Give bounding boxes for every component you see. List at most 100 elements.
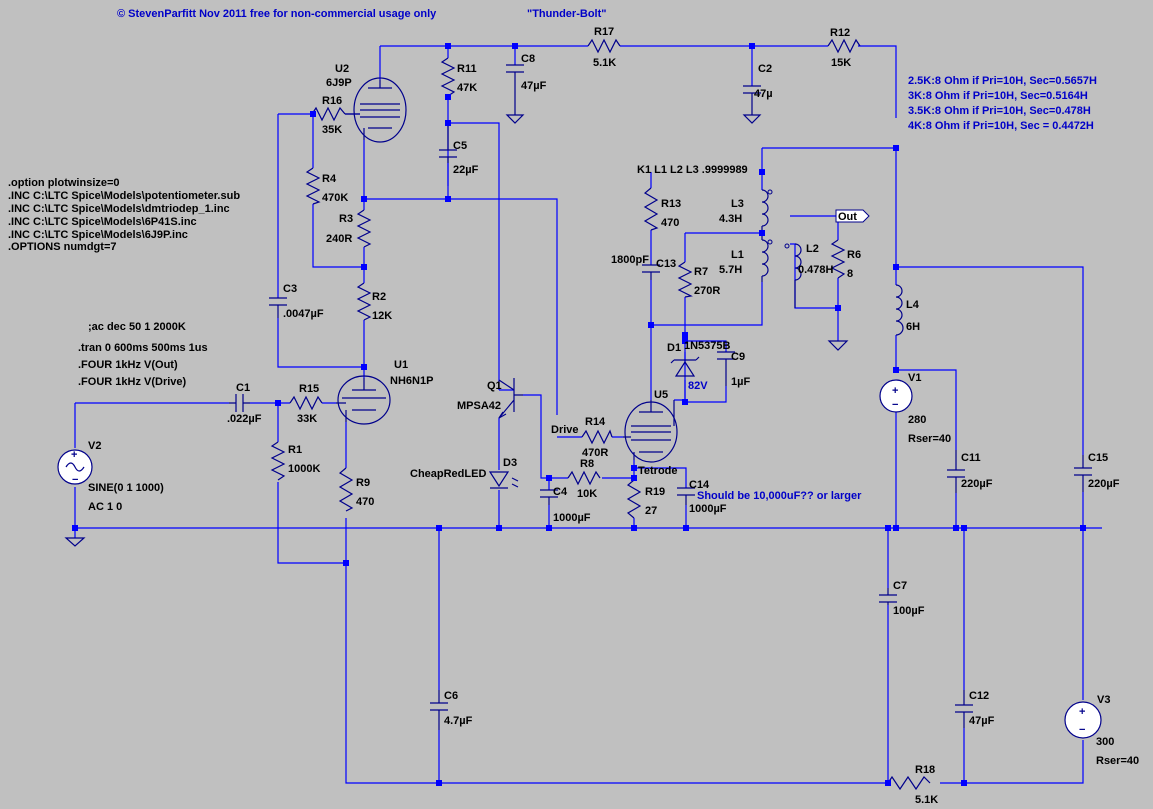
four-out-directive: .FOUR 1kHz V(Out) [78,359,178,371]
component-ref: R11 [457,63,477,75]
component-value: 1µF [731,376,750,388]
ground-symbol [64,537,86,547]
r7-symbol [677,261,693,298]
component-value: 4.3H [719,213,742,225]
component-value: 1000µF [689,503,727,515]
component-value: 15K [831,57,851,69]
c1-symbol [229,394,250,412]
c14-note: Should be 10,000uF?? or larger [697,490,862,502]
c12-symbol [955,690,973,728]
component-value: .0047µF [283,308,324,320]
v1-source-symbol: + − [879,379,913,413]
r14-symbol [581,429,613,445]
sources: + − + − + − [57,379,1102,739]
c3-symbol [269,297,287,318]
component-ref: V3 [1097,694,1110,706]
component-ref: R8 [580,458,594,470]
component-value: 270R [694,285,720,297]
component-value: 470R [582,447,608,459]
q1-transistor-symbol [498,378,523,419]
component-ref: D1 [667,342,681,354]
component-value: 33K [297,413,317,425]
zener-voltage-note: 82V [688,380,708,392]
component-ref: C7 [893,580,907,592]
r12-symbol [827,38,861,54]
component-value: 5.1K [915,794,938,806]
component-ref: R3 [339,213,353,225]
svg-text:+: + [71,449,77,461]
coupling-directive: K1 L1 L2 L3 .9999989 [637,164,748,176]
copyright-note: © StevenParfitt Nov 2011 free for non-co… [117,8,437,20]
component-value: 5.7H [719,264,742,276]
svg-text:+: + [892,385,898,397]
u2-tube-symbol [345,77,407,143]
component-value: 220µF [1088,478,1120,490]
component-value: 1000µF [553,512,591,524]
component-ref: C14 [689,479,710,491]
component-model: NH6N1P [390,375,433,387]
component-ref: C3 [283,283,297,295]
l2-phase-dot [784,243,790,249]
c2-symbol [742,85,762,124]
tran-directive: .tran 0 600ms 500ms 1us [78,342,208,354]
c8-symbol [505,64,525,124]
d3-led-symbol [488,471,519,489]
component-value: 27 [645,505,657,517]
r19-symbol [626,479,642,519]
u1-tube-symbol [336,375,391,425]
four-drive-directive: .FOUR 1kHz V(Drive) [78,376,187,388]
transformer-note: 3K:8 Ohm if Pri=10H, Sec=0.5164H [908,90,1088,102]
component-ref: V1 [908,372,921,384]
r8-symbol [567,470,601,486]
svg-text:+: + [1079,706,1085,718]
r13-symbol [643,187,659,231]
component-ref: R13 [661,198,681,210]
r16-symbol [311,106,346,122]
component-value: 470K [322,192,348,204]
component-ref: R14 [585,416,606,428]
schematic-title: "Thunder-Bolt" [527,8,606,20]
component-value: 280 [908,414,926,426]
ac-directive: ;ac dec 50 1 2000K [88,321,186,333]
component-ref: C11 [961,452,981,464]
component-model: 6J9P [326,77,352,89]
component-value: 470 [356,496,374,508]
c14-symbol [677,487,695,505]
transformer-note: 4K:8 Ohm if Pri=10H, Sec = 0.4472H [908,120,1094,132]
component-value: 47µF [969,715,995,727]
l4-symbol [895,284,904,336]
r9-symbol [338,467,354,512]
v3-source-symbol: + − [1064,701,1102,739]
component-value: 47µ [754,88,773,100]
component-extra: Rser=40 [908,433,951,445]
c15-symbol [1074,455,1092,492]
component-value: 220µF [961,478,993,490]
c11-symbol [947,450,965,493]
component-value: 300 [1096,736,1114,748]
component-value: 1000K [288,463,320,475]
l2-symbol [794,243,802,308]
component-ref: R6 [847,249,861,261]
component-ref: R1 [288,444,302,456]
component-ref: C6 [444,690,458,702]
component-value: SINE(0 1 1000) [88,482,164,494]
d1-zener-symbol [670,356,700,377]
component-model: MPSA42 [457,400,501,412]
component-ref: C2 [758,63,772,75]
component-model: 1N5375B [684,340,731,352]
component-ref: R18 [915,764,935,776]
component-model: CheapRedLED [410,468,486,480]
directive-line: .option plotwinsize=0 [8,177,120,189]
r4-symbol [305,167,321,205]
out-net-flag [835,209,870,223]
component-ref: C8 [521,53,535,65]
directive-line: .INC C:\LTC Spice\Models\dmtriodep_1.inc [8,203,230,215]
component-ref: L2 [806,243,819,255]
c5-symbol [439,123,457,163]
component-value: 4.7µF [444,715,473,727]
component-ref: C4 [553,486,568,498]
component-ref: R15 [299,383,319,395]
component-ref: R16 [322,95,342,107]
component-value: 47K [457,82,477,94]
grounds [64,340,849,547]
